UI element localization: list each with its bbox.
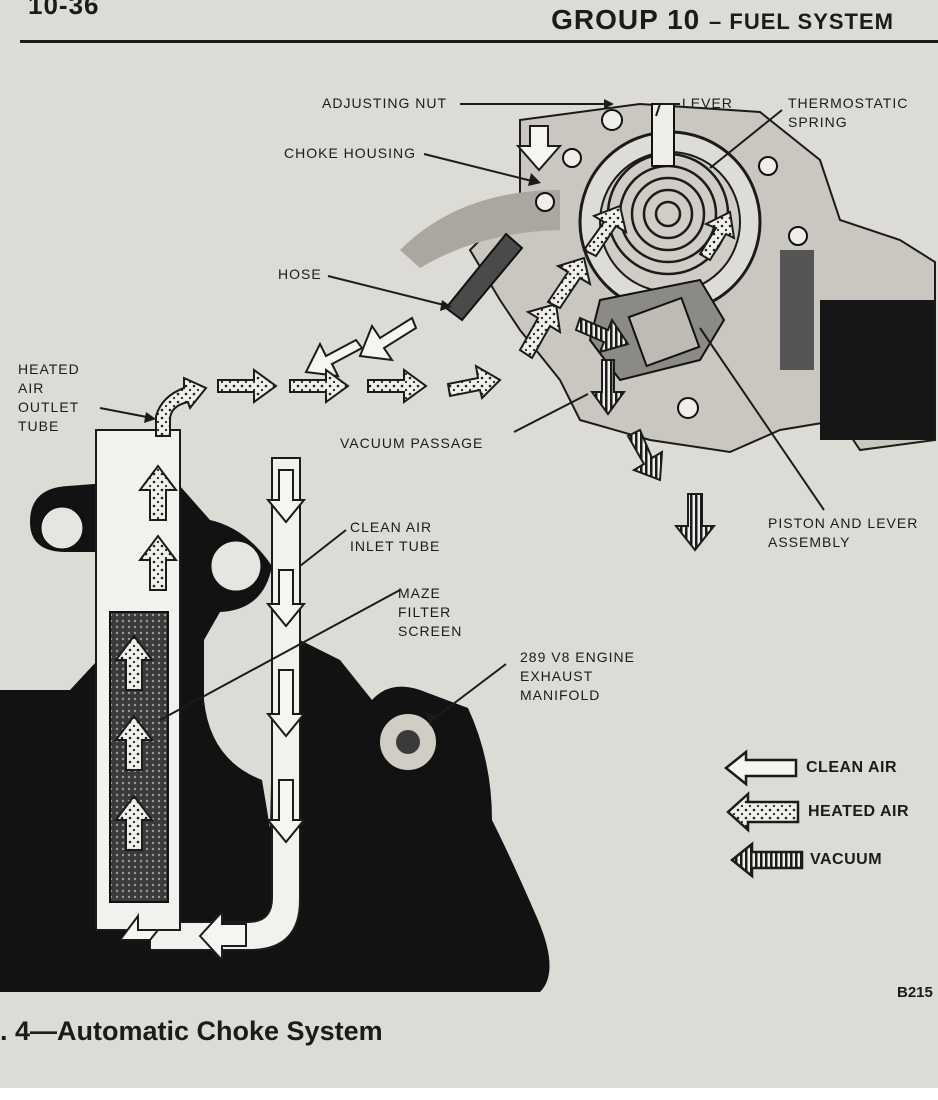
label-clean-air-line1: CLEAN AIR [350, 519, 433, 535]
clean-air-arrows [118, 125, 563, 963]
label-thermostatic-spring-line1: THERMOSTATIC [788, 95, 909, 111]
carburetor-side-bracket [780, 250, 814, 370]
label-piston-line1: PISTON AND LEVER [768, 515, 919, 531]
label-clean-air-inlet-tube: CLEAN AIR INLET TUBE [350, 518, 440, 556]
group-title: GROUP 10 [551, 4, 701, 35]
dotted-arrow-icon [726, 791, 800, 833]
label-exhaust-line1: 289 V8 ENGINE [520, 649, 635, 665]
label-heated-air-line3: OUTLET [18, 399, 80, 415]
leader-exhaust-manifold [431, 663, 507, 721]
figure-id: B215 [897, 984, 933, 1001]
legend-vacuum: VACUUM [810, 851, 883, 868]
label-maze-line2: FILTER [398, 604, 452, 620]
piston-cylinder [627, 296, 701, 368]
legend-clean-air: CLEAN AIR [806, 759, 898, 776]
label-exhaust-line2: EXHAUST [520, 668, 594, 684]
label-heated-air-outlet-tube: HEATED AIR OUTLET TUBE [18, 360, 80, 436]
screw-housing-lower [535, 192, 555, 212]
leader-piston-lever [699, 327, 825, 511]
label-heated-air-line4: TUBE [18, 418, 60, 434]
label-hose: HOSE [278, 266, 322, 282]
vacuum-arrows [574, 316, 717, 552]
label-piston-line2: ASSEMBLY [768, 534, 851, 550]
label-choke-housing: CHOKE HOUSING [284, 145, 417, 161]
label-exhaust-manifold: 289 V8 ENGINE EXHAUST MANIFOLD [520, 648, 635, 705]
section-header: GROUP 10 – FUEL SYSTEM [551, 4, 894, 36]
leader-clean-air-inlet [299, 529, 347, 567]
label-heated-air-line2: AIR [18, 380, 45, 396]
header-rule [20, 40, 938, 43]
manifold-lug-right [208, 538, 264, 594]
label-maze-line3: SCREEN [398, 623, 463, 639]
label-thermostatic-spring: THERMOSTATIC SPRING [788, 94, 908, 132]
label-thermostatic-spring-line2: SPRING [788, 114, 848, 130]
exhaust-port-bore [396, 730, 420, 754]
leader-hose [327, 275, 449, 307]
label-maze-filter-screen: MAZE FILTER SCREEN [398, 584, 462, 641]
screw-housing-right [758, 156, 778, 176]
page-number: 10-36 [28, 0, 100, 20]
figure-caption: . 4—Automatic Choke System [0, 1016, 383, 1046]
leader-maze-filter [159, 589, 401, 721]
manifold-lug-left [38, 504, 86, 552]
screw-adjusting [601, 109, 623, 131]
screw-side [788, 226, 808, 246]
label-clean-air-line2: INLET TUBE [350, 538, 441, 554]
leader-arrowheads [144, 99, 614, 726]
label-vacuum-passage: VACUUM PASSAGE [340, 435, 484, 451]
hollow-arrow-icon [723, 749, 798, 787]
label-heated-air-line1: HEATED [18, 361, 80, 377]
leader-thermostatic-spring [709, 109, 783, 169]
label-lever: LEVER [682, 95, 733, 111]
label-maze-line1: MAZE [398, 585, 441, 601]
leader-choke-housing [423, 153, 537, 183]
heated-air-arrows [114, 204, 736, 851]
carburetor-flange [400, 190, 560, 268]
label-exhaust-line3: MANIFOLD [520, 687, 601, 703]
choke-lever-post [651, 103, 675, 167]
leader-heated-air-outlet [99, 407, 153, 419]
screw-housing-left [562, 148, 582, 168]
leader-vacuum-passage [513, 393, 589, 433]
leader-lines [99, 103, 825, 721]
carburetor-dark-cavity [820, 300, 935, 440]
label-adjusting-nut: ADJUSTING NUT [322, 95, 447, 111]
screw-bottom [677, 397, 699, 419]
hose [444, 232, 524, 322]
label-piston-and-lever-assembly: PISTON AND LEVER ASSEMBLY [768, 514, 918, 552]
leader-lever [655, 103, 680, 117]
section-title: – FUEL SYSTEM [709, 9, 894, 34]
striped-arrow-icon [729, 841, 804, 879]
legend-heated-air: HEATED AIR [808, 803, 909, 820]
